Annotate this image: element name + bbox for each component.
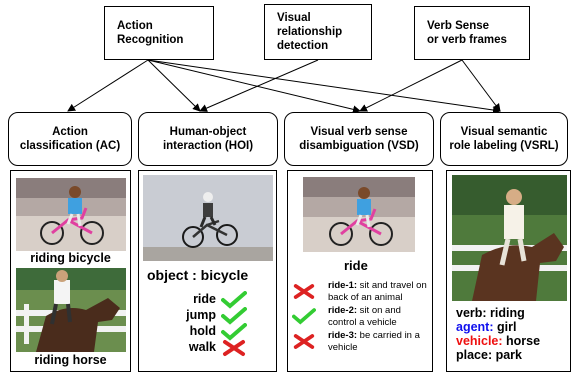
riding-bicycle-photo (16, 178, 126, 251)
vsrl-agent-key: agent: (456, 320, 494, 334)
action-recognition-label: Action Recognition (117, 20, 184, 46)
vsd-sense-text: be carried in a vehicle (328, 330, 420, 353)
riding-horse-caption: riding horse (34, 353, 107, 367)
check-icon (221, 323, 247, 346)
riding-horse-photo (16, 268, 126, 352)
verb-sense-label: Verb Sense or verb frames (427, 20, 507, 46)
vsd-sense-id: ride-3: (328, 330, 358, 341)
action-recognition-box: Action Recognition (104, 6, 214, 60)
vsd-sense-2: ride-2: sit on and control a vehicle (328, 305, 430, 328)
verb-sense-box: Verb Sense or verb frames (414, 6, 530, 60)
vsd-label: Visual verb sense disambiguation (VSD) (299, 126, 419, 152)
visual-relationship-box: Visual relationship detection (264, 4, 372, 60)
vsd-sense-text: sit and travel on back of an animal (328, 280, 427, 303)
vsd-box: Visual verb sense disambiguation (VSD) (284, 112, 434, 166)
vsrl-vehicle-key: vehicle: (456, 334, 503, 348)
vsd-sense-text: sit on and control a vehicle (328, 305, 401, 328)
hoi-verb-walk: walk (188, 340, 216, 354)
check-icon (292, 308, 316, 330)
vsrl-box: Visual semantic role labeling (VSRL) (440, 112, 568, 166)
ac-box: Action classification (AC) (8, 112, 132, 166)
vsd-sense-1: ride-1: sit and travel on back of an ani… (328, 280, 430, 303)
hoi-label: Human-object interaction (HOI) (162, 126, 254, 152)
cross-icon (292, 333, 316, 355)
vsrl-vehicle-line: vehicle: horse (456, 334, 540, 348)
vsrl-verb-line: verb: riding (456, 306, 525, 320)
visual-relationship-label: Visual relationship detection (277, 12, 343, 52)
jumping-bicycle-photo (143, 175, 273, 261)
vsd-sense-id: ride-2: (328, 305, 358, 316)
hoi-verb-hold: hold (189, 324, 216, 338)
vsrl-agent-line: agent: girl (456, 320, 516, 334)
hoi-verb-jump: jump (186, 308, 216, 322)
riding-bicycle-caption: riding bicycle (30, 251, 111, 265)
vsd-sense-3: ride-3: be carried in a vehicle (328, 330, 430, 353)
check-icon (221, 307, 247, 330)
ac-label: Action classification (AC) (19, 126, 121, 152)
hoi-box: Human-object interaction (HOI) (138, 112, 278, 166)
vsd-sense-id: ride-1: (328, 280, 358, 291)
vsd-verb: ride (344, 258, 368, 273)
vsrl-horse-photo (452, 175, 567, 301)
vsrl-place-line: place: park (456, 348, 523, 362)
vsrl-agent-value: girl (493, 320, 517, 334)
vsrl-vehicle-value: horse (502, 334, 541, 348)
vsrl-label: Visual semantic role labeling (VSRL) (449, 126, 559, 152)
hoi-verb-ride: ride (193, 292, 216, 306)
hoi-object-label: object : bicycle (147, 267, 249, 283)
vsd-bicycle-photo (303, 177, 415, 252)
cross-icon (221, 339, 247, 362)
cross-icon (292, 283, 316, 305)
check-icon (221, 291, 247, 314)
